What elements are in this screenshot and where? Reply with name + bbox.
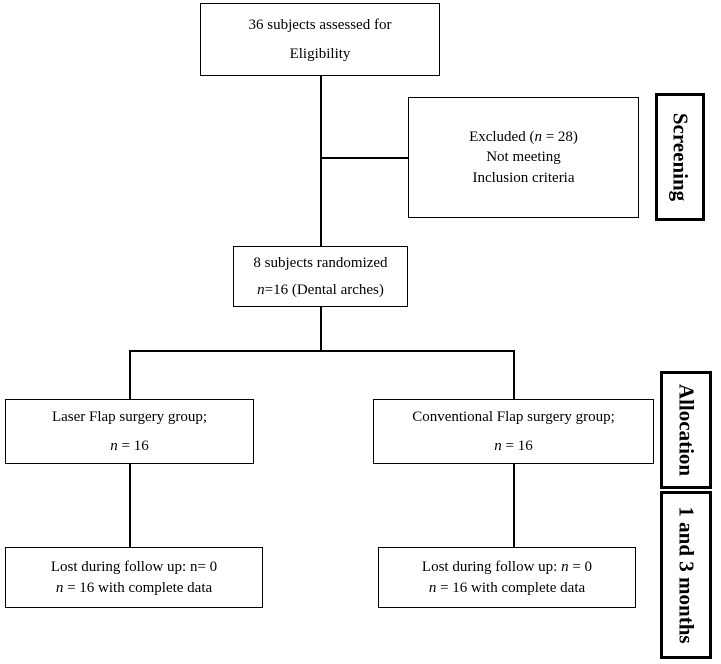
stage-allocation: Allocation [660, 371, 712, 489]
conventional-line2: n = 16 [494, 437, 533, 454]
randomized-line1: 8 subjects randomized [253, 255, 388, 272]
excluded-box: Excluded (n = 28) Not meeting Inclusion … [408, 97, 639, 218]
connector-laser-to-lost [129, 463, 131, 548]
laser-line2: n = 16 [110, 437, 149, 454]
connector-conventional-to-lost [513, 463, 515, 548]
stage-screening-label: Screening [668, 112, 693, 202]
stage-followup-label: 1 and 3 months [674, 506, 699, 644]
connector-to-excluded [320, 157, 409, 159]
stage-allocation-label: Allocation [674, 383, 699, 477]
laser-group-box: Laser Flap surgery group; n = 16 [5, 399, 254, 464]
connector-randomized-down [320, 306, 322, 351]
connector-assessed-to-randomized [320, 75, 322, 247]
excluded-line2: Not meeting [486, 149, 561, 166]
excluded-line3: Inclusion criteria [472, 169, 575, 186]
lost-right-line1: Lost during follow up: n = 0 [421, 559, 593, 576]
conventional-group-box: Conventional Flap surgery group; n = 16 [373, 399, 654, 464]
randomized-box: 8 subjects randomized n=16 (Dental arche… [233, 246, 408, 307]
assessed-line2: Eligibility [289, 45, 351, 62]
lost-left-line1: Lost during follow up: n= 0 [50, 559, 218, 576]
lost-right-box: Lost during follow up: n = 0 n = 16 with… [378, 547, 636, 608]
lost-right-line2: n = 16 with complete data [428, 579, 586, 596]
stage-followup: 1 and 3 months [660, 491, 712, 659]
lost-left-box: Lost during follow up: n= 0 n = 16 with … [5, 547, 263, 608]
randomized-line2: n=16 (Dental arches) [257, 281, 384, 298]
conventional-line1: Conventional Flap surgery group; [412, 409, 615, 426]
stage-screening: Screening [655, 93, 705, 221]
laser-line1: Laser Flap surgery group; [51, 409, 208, 426]
excluded-line1: Excluded (n = 28) [469, 129, 578, 146]
connector-branch-right [513, 350, 515, 400]
lost-left-line2: n = 16 with complete data [55, 579, 213, 596]
connector-branch [129, 350, 514, 352]
connector-branch-left [129, 350, 131, 400]
assessed-line1: 36 subjects assessed for [248, 17, 392, 34]
assessed-box: 36 subjects assessed for Eligibility [200, 3, 440, 76]
